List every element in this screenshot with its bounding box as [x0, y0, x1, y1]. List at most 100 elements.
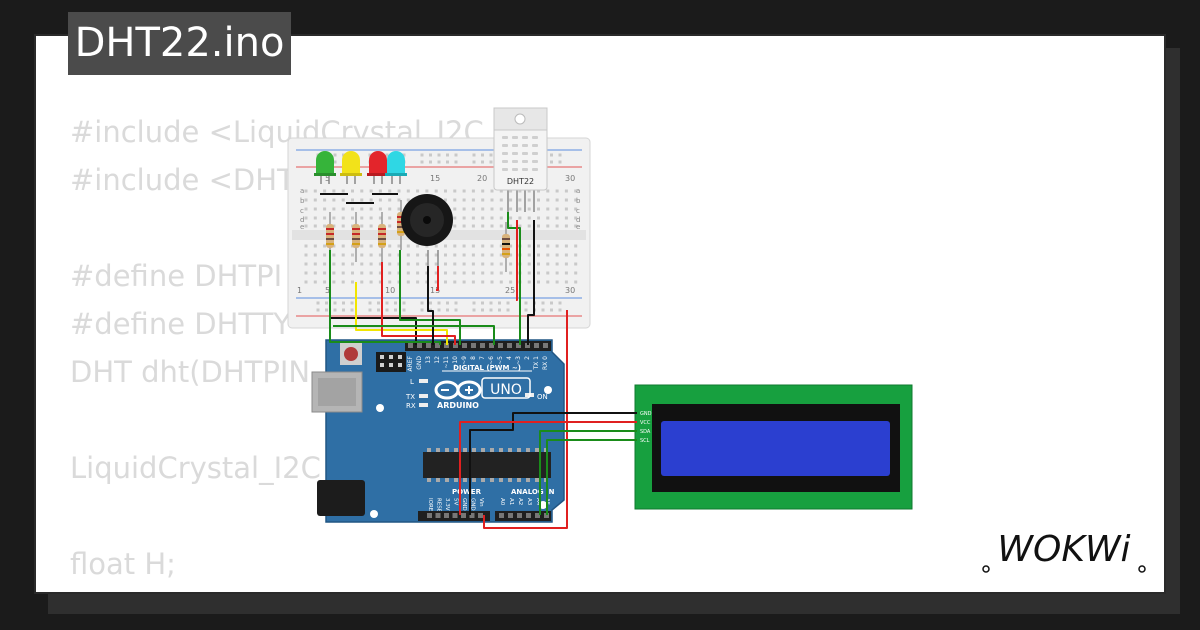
dht22-sensor[interactable]: DHT22: [493, 107, 548, 212]
bb-hole: [471, 280, 475, 284]
rail-hole: [437, 153, 441, 157]
bb-hole: [323, 253, 327, 257]
pin-label: ~9: [461, 356, 468, 365]
project-title[interactable]: DHT22.ino: [68, 12, 291, 75]
header-pin: [534, 343, 539, 348]
bb-hole: [490, 244, 494, 248]
buzzer[interactable]: [401, 194, 453, 266]
rail-hole: [481, 308, 484, 312]
rail-hole: [506, 301, 510, 305]
rail-hole: [377, 308, 380, 312]
rail-hole: [402, 301, 406, 305]
chip-leg: [436, 478, 440, 482]
bb-hole: [378, 189, 382, 193]
bb-hole: [397, 189, 401, 193]
led-red[interactable]: [367, 151, 389, 184]
bb-hole: [564, 224, 568, 228]
led-yellow[interactable]: [340, 151, 362, 184]
bb-hole: [499, 207, 503, 211]
bb-hole: [369, 198, 373, 202]
bb-hole: [369, 224, 373, 228]
bb-hole: [481, 216, 485, 220]
bb-hole: [555, 224, 559, 228]
led-tx-label: TX: [405, 393, 415, 401]
bb-hole: [313, 271, 317, 275]
rail-hole: [368, 301, 372, 305]
bb-hole: [304, 207, 308, 211]
led-cyan[interactable]: [385, 151, 407, 184]
vent-slot: [502, 152, 508, 155]
header-pin: [544, 513, 549, 518]
chip-leg: [481, 478, 485, 482]
bb-hole: [369, 271, 373, 275]
bb-hole: [388, 216, 392, 220]
vent-slot: [522, 136, 528, 139]
lcd-pin-gnd: GND: [640, 411, 652, 417]
bb-hole: [574, 280, 578, 284]
analog-pin-label: A3: [526, 498, 532, 506]
bb-hole: [527, 189, 531, 193]
vent-slot: [502, 160, 508, 163]
bb-hole: [481, 280, 485, 284]
chip-leg: [445, 448, 449, 452]
resistor[interactable]: [378, 212, 386, 262]
digital-label: DIGITAL (PWM ~): [453, 364, 521, 372]
rail-hole: [472, 153, 476, 157]
bb-hole: [462, 271, 466, 275]
bb-hole: [537, 207, 540, 211]
chip-leg: [427, 478, 431, 482]
header-pin: [478, 513, 483, 518]
rail-hole: [454, 153, 458, 157]
code-line: DHT dht(DHTPIN: [70, 355, 311, 389]
rail-hole: [316, 301, 320, 305]
code-line: #include <DHT: [70, 163, 295, 197]
bb-hole: [444, 253, 447, 257]
bottom-header-pins: [427, 513, 549, 518]
bb-hole: [304, 189, 308, 193]
analog-pin-label: A2: [517, 498, 523, 505]
bb-hole: [564, 244, 568, 248]
bb-hole: [360, 262, 364, 266]
bb-hole: [509, 253, 513, 257]
bb-hole: [481, 198, 485, 202]
vent-slot: [522, 152, 528, 155]
breadboard-column-numbers: 5 15 20 30 1 5 10 15 25 30: [297, 174, 575, 295]
rail-hole: [316, 308, 320, 312]
bb-hole: [490, 189, 494, 193]
board-model: UNO: [490, 382, 522, 398]
pin-label: AREF: [407, 355, 414, 371]
bb-hole: [369, 189, 373, 193]
header-pin: [462, 343, 467, 348]
bb-hole: [453, 253, 457, 257]
bb-hole: [527, 207, 531, 211]
wokwi-logo[interactable]: WOKWi: [978, 525, 1150, 577]
bb-hole: [323, 271, 327, 275]
vent-slot: [532, 136, 538, 139]
power-label: POWER: [452, 488, 482, 496]
pin-label: ~5: [497, 356, 504, 365]
resistor[interactable]: [502, 222, 510, 272]
bb-hole: [406, 271, 410, 275]
rail-hole: [368, 308, 372, 312]
bb-hole: [574, 271, 578, 275]
led-green[interactable]: [314, 151, 336, 184]
lcd-i2c-display[interactable]: GND VCC SDA SCL: [634, 384, 913, 510]
bb-hole: [574, 207, 578, 211]
vent-slot: [502, 144, 508, 147]
header-pin: [507, 343, 512, 348]
bb-hole: [369, 262, 373, 266]
col-num: 30: [565, 174, 575, 183]
chip-leg: [508, 478, 512, 482]
bb-hole: [546, 207, 550, 211]
bb-hole: [388, 271, 392, 275]
bb-hole: [564, 198, 568, 202]
bb-hole: [555, 280, 559, 284]
header-pin: [517, 513, 522, 518]
bb-hole: [481, 262, 485, 266]
resistor[interactable]: [352, 212, 360, 262]
rail-hole: [550, 153, 553, 157]
bb-hole: [313, 207, 317, 211]
chip-leg: [499, 448, 503, 452]
